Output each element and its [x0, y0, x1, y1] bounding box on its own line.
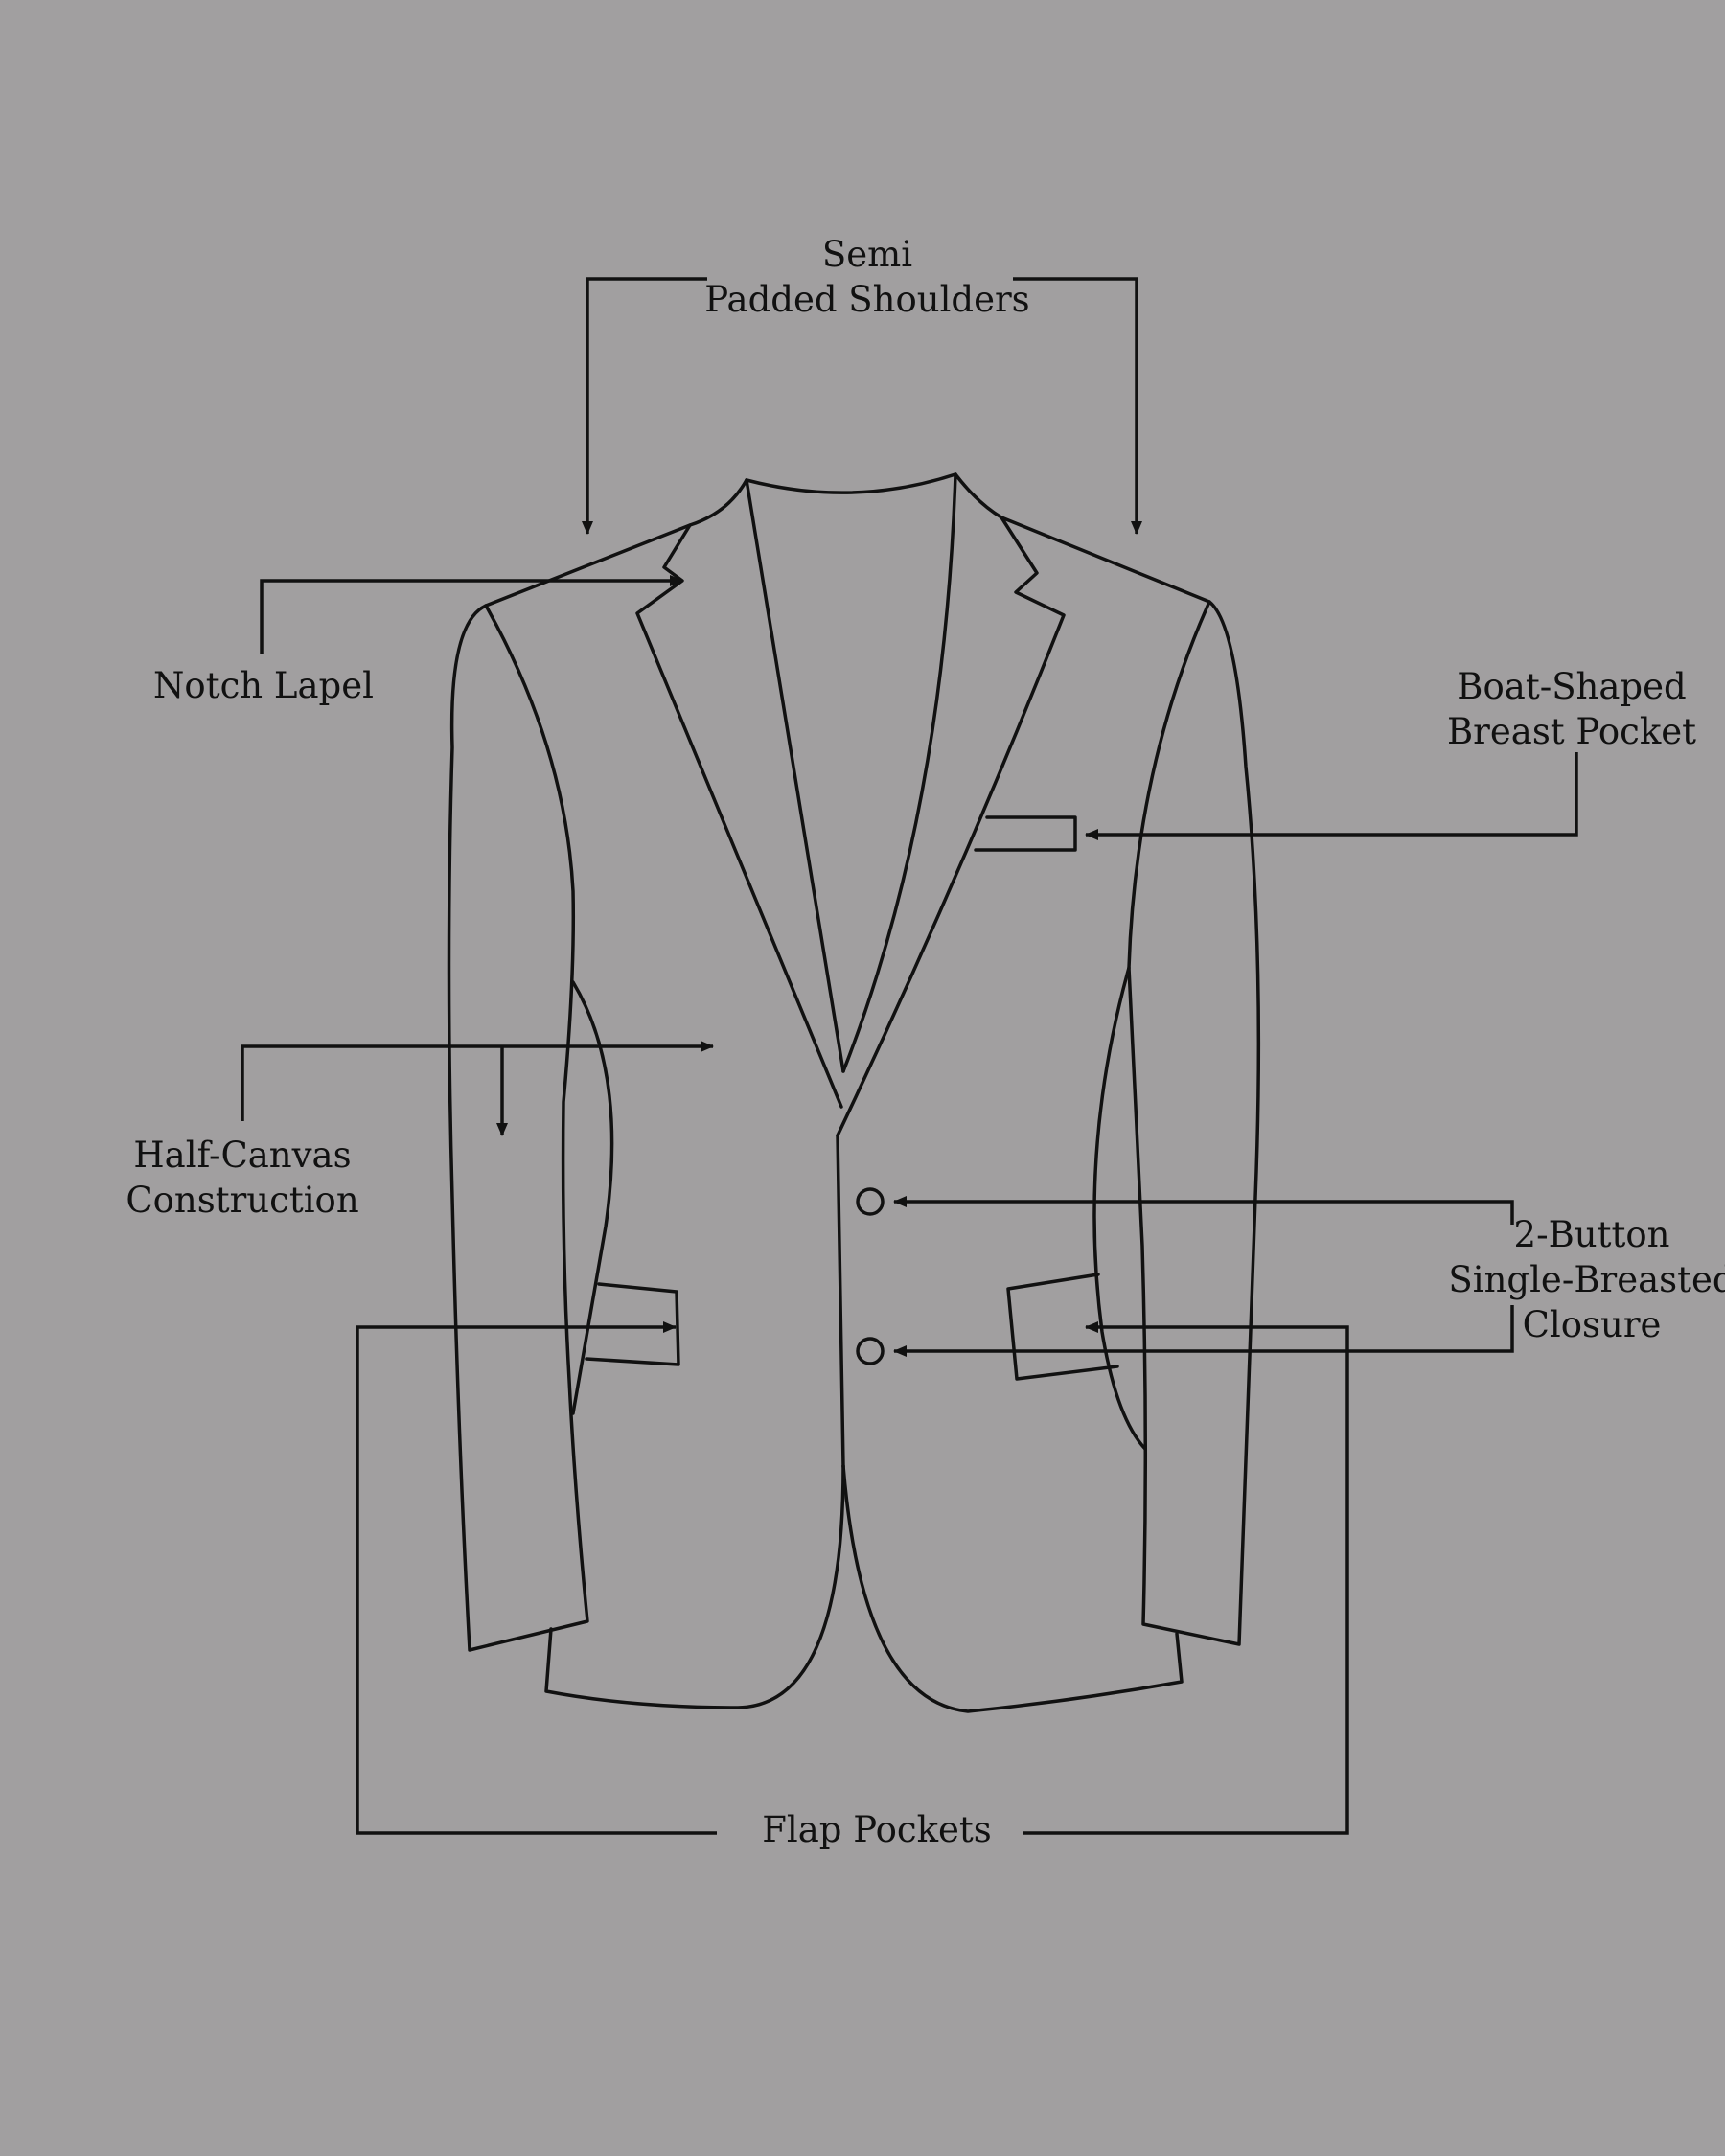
button-bottom	[856, 1337, 885, 1365]
right-lapel-inner	[841, 472, 957, 1073]
label-line: Semi	[821, 234, 913, 275]
label-semi-padded-shoulders: Semi Padded Shoulders	[676, 232, 1059, 322]
left-lapel	[635, 478, 843, 1109]
label-line: 2-Button	[1513, 1214, 1670, 1255]
collar-back	[745, 472, 957, 494]
label-half-canvas: Half-Canvas Construction	[99, 1133, 386, 1223]
lapel-callout	[260, 575, 683, 654]
breast-pocket	[974, 815, 1077, 852]
label-breast-pocket: Boat-Shaped Breast Pocket	[1418, 664, 1725, 754]
flap-callout-right	[1023, 1321, 1349, 1835]
flap-callout-left	[356, 1321, 717, 1835]
label-line: Single-Breasted	[1448, 1259, 1725, 1300]
shoulder-callout-left	[582, 277, 707, 535]
right-side-seam	[1092, 966, 1147, 1451]
label-flap-pockets: Flap Pockets	[733, 1807, 1021, 1852]
label-line: Notch Lapel	[153, 665, 374, 706]
label-line: Flap Pockets	[762, 1809, 992, 1850]
shoulder-callout-right	[1013, 277, 1142, 535]
left-lapel-inner	[745, 478, 845, 1073]
closure-callout-bottom	[893, 1305, 1514, 1357]
left-side-seam	[571, 980, 614, 1415]
label-notch-lapel: Notch Lapel	[120, 663, 407, 708]
left-hem	[544, 1464, 845, 1709]
right-hem	[841, 1464, 1184, 1713]
right-flap-pocket	[1006, 1273, 1119, 1381]
label-line: Half-Canvas	[133, 1135, 352, 1176]
button-top	[856, 1187, 885, 1216]
label-line: Closure	[1522, 1304, 1662, 1345]
label-closure: 2-Button Single-Breasted Closure	[1448, 1212, 1725, 1347]
left-sleeve	[447, 604, 589, 1652]
left-shoulder	[484, 523, 692, 608]
label-line: Construction	[126, 1180, 359, 1221]
canvas-callout	[241, 1041, 714, 1121]
label-line: Padded Shoulders	[704, 279, 1030, 320]
front-edge	[836, 1134, 845, 1468]
right-lapel	[836, 472, 1066, 1137]
label-line: Breast Pocket	[1446, 711, 1697, 752]
label-line: Boat-Shaped	[1457, 666, 1687, 707]
right-shoulder	[1000, 516, 1211, 604]
left-flap-pocket	[585, 1282, 680, 1366]
closure-callout-top	[893, 1196, 1514, 1225]
breast-pocket-callout	[1085, 752, 1578, 840]
right-sleeve	[1127, 600, 1261, 1646]
